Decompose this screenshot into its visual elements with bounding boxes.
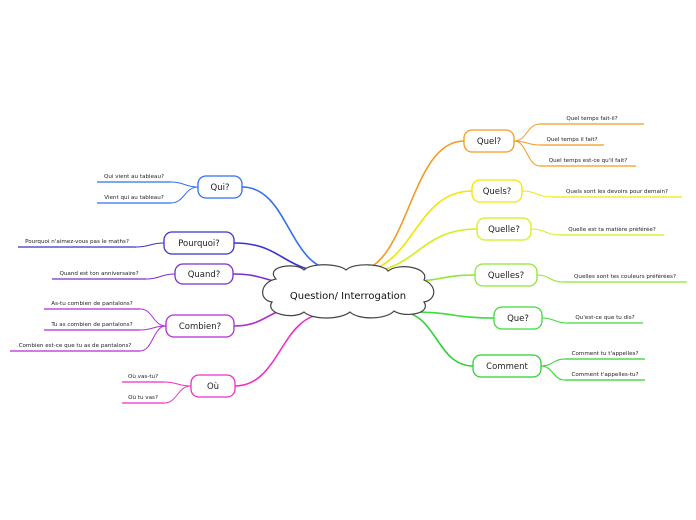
central-topic-cloud <box>262 264 435 319</box>
leaf-combien-2[interactable]: Combien est-ce que tu as de pantalons? <box>10 343 140 352</box>
topic-que[interactable]: Que? <box>493 306 543 330</box>
connector-quel-leaf-0 <box>513 123 541 142</box>
leaf-quel-0[interactable]: Quel temps fait-il? <box>540 116 644 125</box>
topic-combien-label: Combien? <box>179 322 221 332</box>
leaf-qui-1[interactable]: Vient qui au tableau? <box>97 195 171 204</box>
leaf-quand-0-label: Quand est ton anniversaire? <box>59 271 138 277</box>
leaf-que-0[interactable]: Qu'est-ce que tu dis? <box>567 315 643 324</box>
connector-ou-leaf-0 <box>163 381 192 387</box>
topic-quand[interactable]: Quand? <box>174 263 234 285</box>
leaf-quand-0[interactable]: Quand est ton anniversaire? <box>52 271 146 280</box>
leaf-quels-0-label: Quels sont les devoirs pour demain? <box>566 189 668 195</box>
leaf-quel-1[interactable]: Quel temps il fait? <box>540 137 604 146</box>
leaf-qui-0[interactable]: Qui vient au tableau? <box>97 174 171 183</box>
central-topic[interactable]: Question/ Interrogation <box>262 264 435 319</box>
connector-combien-leaf-2 <box>139 325 167 352</box>
leaf-ou-0-label: Où vas-tu? <box>128 373 158 380</box>
topic-que-box <box>493 306 543 330</box>
topic-ou-label: Où <box>207 382 219 392</box>
topic-comment-label: Comment <box>486 362 528 372</box>
connector-qui <box>241 186 337 271</box>
leaf-comment-0-label: Comment tu t'appelles? <box>572 351 639 357</box>
leaf-combien-2-label: Combien est-ce que tu as de pantalons? <box>19 343 132 349</box>
topic-qui-box <box>197 175 243 199</box>
connector-ou-leaf-1 <box>163 385 192 404</box>
leaf-ou-0[interactable]: Où vas-tu? <box>122 373 164 383</box>
topic-combien[interactable]: Combien? <box>165 314 235 338</box>
leaf-quelle-0[interactable]: Quelle est ta matière préférée? <box>560 226 664 236</box>
connector-comment <box>399 311 474 367</box>
topic-quelles-label: Quelles? <box>488 271 524 281</box>
connector-quelle-leaf-0 <box>530 228 561 236</box>
leaf-quel-0-label: Quel temps fait-il? <box>566 116 617 122</box>
leaf-quelles-0[interactable]: Quelles sont tes couleurs préférées? <box>563 273 687 283</box>
connector-combien-leaf-0 <box>139 308 167 327</box>
leaf-layer: Quel temps fait-il?Quel temps il fait?Qu… <box>10 116 687 404</box>
leaf-combien-0[interactable]: As-tu combien de pantalons? <box>44 301 140 310</box>
leaf-qui-0-label: Qui vient au tableau? <box>104 174 164 180</box>
leaf-qui-1-label: Vient qui au tableau? <box>104 195 164 201</box>
leaf-que-0-label: Qu'est-ce que tu dis? <box>575 315 634 321</box>
leaf-quel-1-label: Quel temps il fait? <box>546 137 597 143</box>
leaf-quelles-0-label: Quelles sont tes couleurs préférées? <box>574 273 676 280</box>
leaf-combien-0-label: As-tu combien de pantalons? <box>51 301 132 307</box>
connector-que-leaf-0 <box>541 317 568 324</box>
topic-quels[interactable]: Quels? <box>471 179 523 203</box>
topic-pourquoi[interactable]: Pourquoi? <box>163 231 235 255</box>
central-topic-label: Question/ Interrogation <box>290 291 406 302</box>
connector-quand-leaf-0 <box>145 273 176 280</box>
leaf-pourquoi-0[interactable]: Pourquoi n'aimez-vous pas le maths? <box>18 239 136 248</box>
leaf-ou-1-label: Où tu vas? <box>128 394 158 401</box>
leaf-comment-0[interactable]: Comment tu t'appelles? <box>565 351 645 360</box>
leaf-combien-1-label: Tu as combien de pantalons? <box>50 322 132 328</box>
topic-quels-label: Quels? <box>483 187 512 197</box>
topic-comment[interactable]: Comment <box>472 354 542 378</box>
leaf-ou-1[interactable]: Où tu vas? <box>122 394 164 404</box>
topic-quel[interactable]: Quel? <box>463 129 515 153</box>
leaf-quel-2[interactable]: Quel temps est-ce qu'il fait? <box>540 158 636 167</box>
connector-layer <box>232 140 495 387</box>
connector-comment-leaf-0 <box>540 358 566 367</box>
topic-pourquoi-label: Pourquoi? <box>178 239 220 249</box>
topic-quelle[interactable]: Quelle? <box>476 217 532 241</box>
leaf-quelle-0-label: Quelle est ta matière préférée? <box>568 226 656 233</box>
topic-quels-box <box>471 179 523 203</box>
topic-ou[interactable]: Où <box>190 374 236 398</box>
connector-quels-leaf-0 <box>521 190 553 198</box>
topic-qui[interactable]: Qui? <box>197 175 243 199</box>
topic-quelle-label: Quelle? <box>488 225 520 235</box>
topic-qui-label: Qui? <box>211 183 230 193</box>
topic-quand-box <box>174 263 234 285</box>
connector-qui-leaf-0 <box>170 181 199 188</box>
connector-qui-leaf-1 <box>170 186 199 204</box>
topic-ou-box <box>190 374 236 398</box>
connector-quel <box>353 140 465 273</box>
topic-quelle-box <box>476 217 532 241</box>
connector-que <box>411 311 495 319</box>
topic-quel-box <box>463 129 515 153</box>
leaf-comment-1-label: Comment t'appelles-tu? <box>571 372 638 378</box>
topic-quand-label: Quand? <box>188 270 221 280</box>
topic-quel-label: Quel? <box>477 137 501 147</box>
connector-comment-leaf-1 <box>540 365 566 381</box>
topic-quelles-box <box>474 263 538 287</box>
topic-layer: Quel? Quels? Quelle? Quelles? Que? Comment Qui… <box>163 129 543 398</box>
leaf-comment-1[interactable]: Comment t'appelles-tu? <box>565 372 645 381</box>
leaf-pourquoi-0-label: Pourquoi n'aimez-vous pas le maths? <box>25 239 129 245</box>
leaf-combien-1[interactable]: Tu as combien de pantalons? <box>44 322 140 331</box>
leaf-quel-2-label: Quel temps est-ce qu'il fait? <box>549 158 628 164</box>
topic-comment-box <box>472 354 542 378</box>
topic-quelles[interactable]: Quelles? <box>474 263 538 287</box>
connector-pourquoi-leaf-0 <box>135 242 165 248</box>
leaf-quels-0[interactable]: Quels sont les devoirs pour demain? <box>552 189 682 198</box>
topic-que-label: Que? <box>507 314 529 324</box>
connector-quel-leaf-2 <box>513 140 541 167</box>
topic-combien-box <box>165 314 235 338</box>
connector-quelles-leaf-0 <box>536 274 564 283</box>
topic-pourquoi-box <box>163 231 235 255</box>
